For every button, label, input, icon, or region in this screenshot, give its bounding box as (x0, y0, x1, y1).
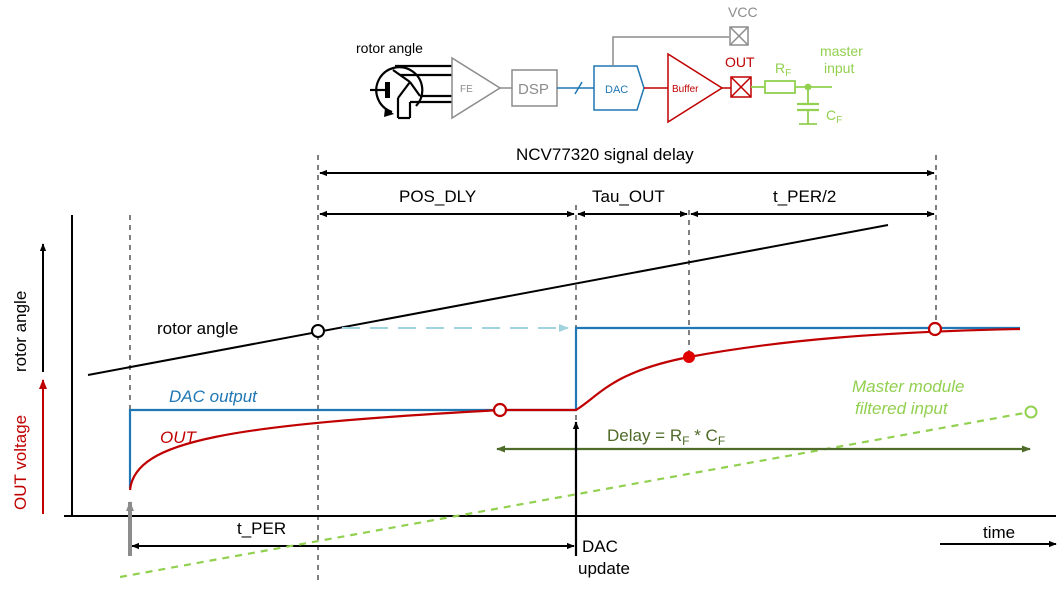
pos-dly-label: POS_DLY (399, 187, 476, 206)
svg-text:OUT: OUT (725, 54, 755, 70)
dac-block: DAC (593, 65, 645, 111)
schematic-rotor-label: rotor angle (356, 40, 423, 56)
rc-delay-label: Delay = RF * CF (607, 426, 725, 448)
svg-text:DAC: DAC (605, 84, 628, 96)
out-settle-marker (492, 402, 508, 418)
axes: time (64, 215, 1057, 548)
out-curve (128, 327, 1021, 491)
t-per-label: t_PER (237, 519, 286, 538)
svg-text:VCC: VCC (728, 4, 758, 20)
rotor-angle-curve-label: rotor angle (157, 319, 238, 338)
svg-text:FE: FE (460, 84, 473, 95)
sample-point-marker (311, 324, 325, 338)
rotor-angle-line (87, 224, 889, 376)
fe-block: FE (451, 56, 502, 120)
dsp-block: DSP (511, 69, 558, 107)
t-per-half-label: t_PER/2 (773, 187, 836, 206)
master-module-label: Master module filtered input (852, 377, 969, 418)
master-end-marker (1024, 405, 1038, 419)
tau-out-marker (683, 351, 695, 363)
final-settle-marker (927, 321, 943, 337)
block-schematic: rotor angle FE DSP (356, 4, 867, 126)
y-label-rotor: rotor angle (11, 291, 30, 372)
dac-output-label: DAC output (169, 387, 258, 406)
cf-label: CF (826, 107, 842, 126)
svg-text:DSP: DSP (518, 81, 549, 98)
time-label: time (983, 523, 1015, 542)
master-input-label: master input (820, 43, 867, 76)
y-label-out: OUT voltage (11, 415, 30, 510)
vcc-terminal: VCC (728, 4, 758, 46)
master-input-ramp (119, 410, 1031, 579)
out-curve-label: OUT (160, 428, 198, 447)
rf-label: RF (775, 60, 791, 79)
tau-out-label: Tau_OUT (592, 187, 665, 206)
svg-text:Buffer: Buffer (672, 84, 699, 95)
resolver-icon (370, 64, 452, 120)
signal-delay-label: NCV77320 signal delay (516, 145, 694, 164)
rc-filter (751, 80, 832, 125)
buffer-block: Buffer (667, 52, 724, 124)
y-axis-labels: rotor angle OUT voltage (11, 243, 47, 514)
dac-update-label: DAC update (578, 537, 630, 578)
interval-arrows (131, 169, 935, 550)
out-pin: OUT (725, 54, 755, 98)
